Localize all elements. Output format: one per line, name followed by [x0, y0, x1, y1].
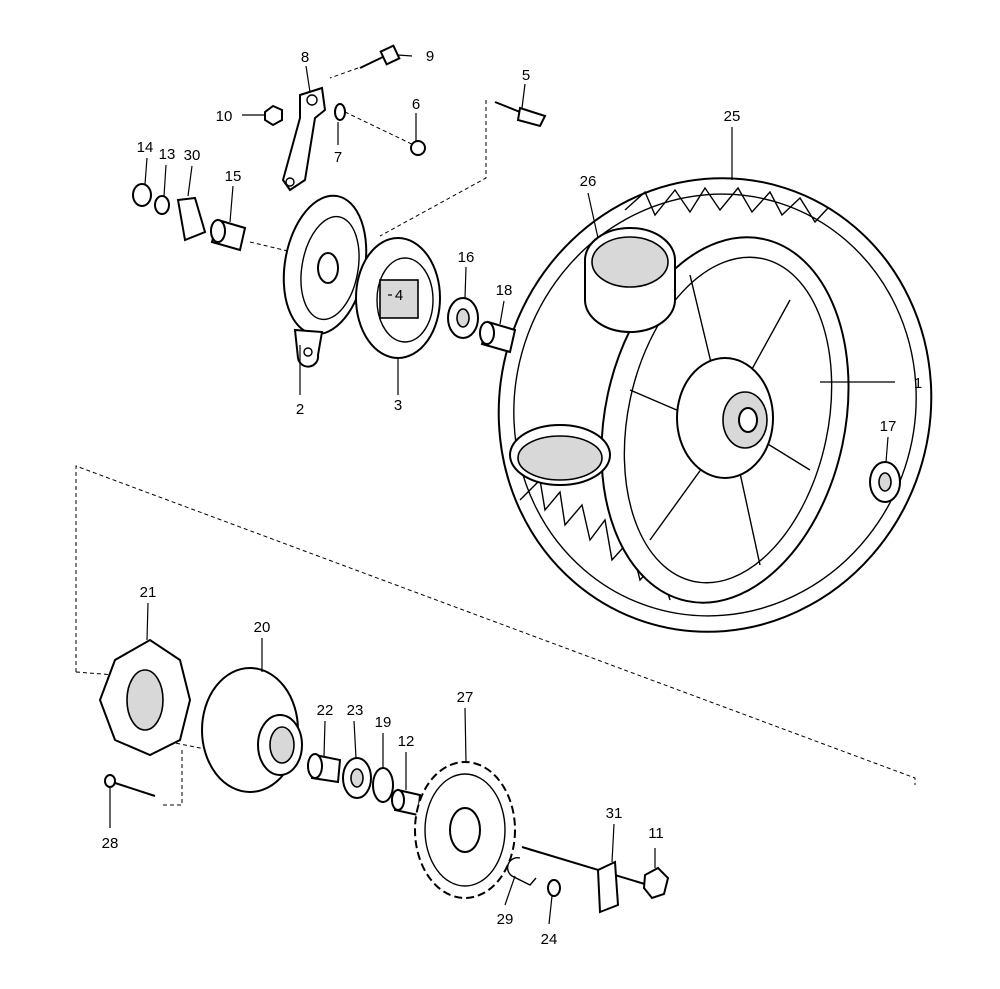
callout-27: 27: [457, 689, 474, 706]
nut-24: [547, 879, 561, 897]
adjuster-31: [596, 860, 620, 914]
bearing-17: [869, 461, 901, 503]
bolt-28: [104, 774, 156, 797]
callout-3: 3: [394, 397, 402, 414]
sprocket-27: [414, 761, 516, 899]
spacer-18: [479, 320, 517, 354]
callout-30: 30: [184, 147, 201, 164]
callout-25: 25: [724, 108, 741, 125]
callout-2: 2: [296, 401, 304, 418]
bolt-9: [359, 44, 401, 69]
bracket-30: [176, 196, 207, 242]
callout-31: 31: [606, 805, 623, 822]
callout-8: 8: [301, 49, 309, 66]
clip-29: [506, 857, 537, 886]
callout-10: 10: [216, 108, 233, 125]
callout-16: 16: [458, 249, 475, 266]
brake-panel: [282, 194, 368, 368]
damper-21: [98, 638, 192, 757]
callout-15: 15: [225, 168, 242, 185]
sprocket-hub-20: [201, 667, 303, 793]
callout-23: 23: [347, 702, 364, 719]
callout-29: 29: [497, 911, 514, 928]
callout-4: 4: [395, 287, 403, 304]
callout-9: 9: [426, 48, 434, 65]
spacer-15: [210, 218, 247, 252]
callout-14: 14: [137, 139, 154, 156]
seal-19: [372, 767, 394, 803]
clip-6: [410, 140, 426, 156]
nut-14: [132, 183, 152, 207]
wheel-rim-tire-assembly: [497, 177, 933, 633]
callout-13: 13: [159, 146, 176, 163]
callout-24: 24: [541, 931, 558, 948]
callout-labels: 1 2 3 4 5 6 7 8 9 10 11 12 13 14 15 16 1…: [102, 48, 923, 948]
callout-5: 5: [522, 67, 530, 84]
collar-12: [391, 788, 422, 817]
callout-11: 11: [648, 825, 664, 842]
leader-lines: [109, 54, 895, 925]
washer-13: [154, 195, 170, 215]
valve-5: [494, 101, 547, 128]
brake-arm: [281, 86, 327, 192]
callout-18: 18: [496, 282, 513, 299]
callout-12: 12: [398, 733, 415, 750]
callout-6: 6: [412, 96, 420, 113]
callout-26: 26: [580, 173, 597, 190]
tire-tread: [519, 186, 829, 601]
axle-11: [521, 846, 670, 900]
collar-22: [307, 753, 342, 784]
bearing-16: [447, 297, 479, 339]
bearing-23: [342, 757, 372, 799]
callout-28: 28: [102, 835, 119, 852]
callout-21: 21: [140, 584, 157, 601]
callout-17: 17: [880, 418, 897, 435]
brake-shoes: [355, 237, 441, 359]
washer-7: [334, 103, 346, 121]
callout-20: 20: [254, 619, 271, 636]
callout-22: 22: [317, 702, 334, 719]
nut-10: [264, 104, 283, 127]
callout-7: 7: [334, 149, 342, 166]
callout-19: 19: [375, 714, 392, 731]
callout-1: 1: [914, 375, 922, 392]
